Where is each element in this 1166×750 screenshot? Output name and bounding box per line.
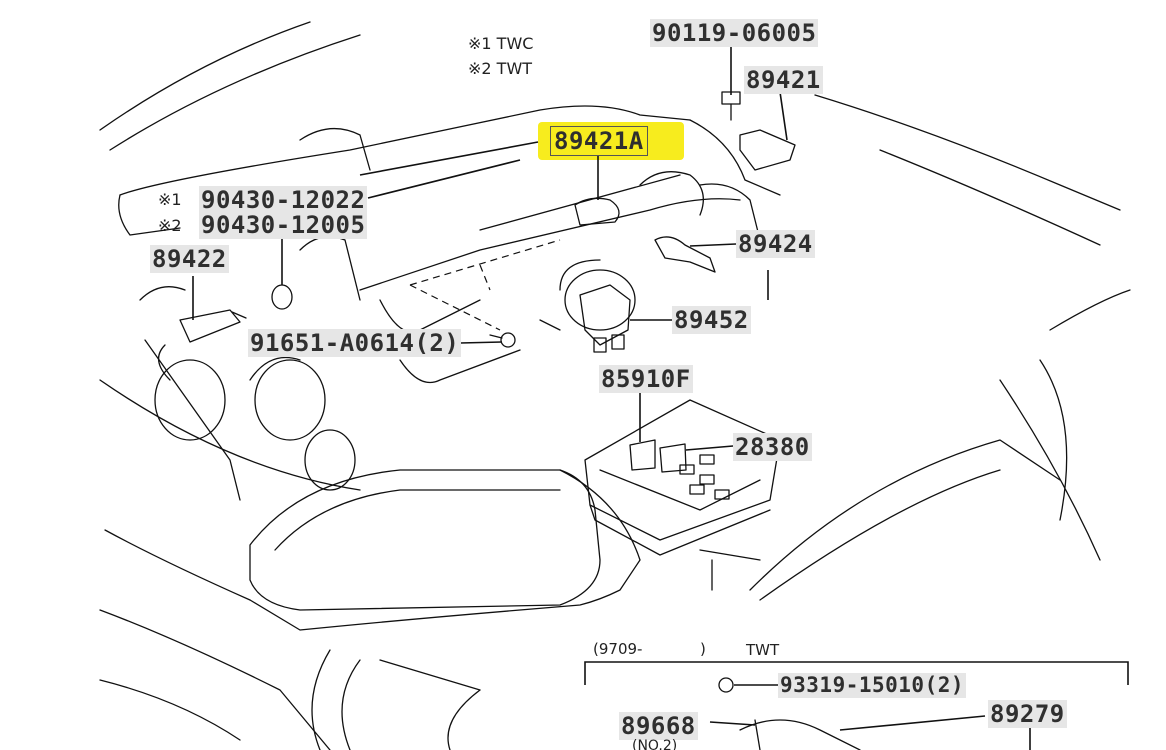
part-90430-12022[interactable]: 90430-12022 xyxy=(199,186,368,214)
part-89422[interactable]: 89422 xyxy=(150,245,229,273)
part-89668[interactable]: 89668 xyxy=(619,712,698,740)
part-93319-15010[interactable]: 93319-15010(2) xyxy=(778,673,967,698)
inset-date-open: (9709- xyxy=(593,640,643,658)
part-89421[interactable]: 89421 xyxy=(744,66,823,94)
part-89279[interactable]: 89279 xyxy=(988,700,1067,728)
legend-note-twt: ※2 TWT xyxy=(468,59,533,78)
inset-date-close: ) xyxy=(700,640,706,658)
part-91651-a0614[interactable]: 91651-A0614(2) xyxy=(248,329,462,357)
note-mark-2: ※2 xyxy=(158,216,182,235)
part-28380[interactable]: 28380 xyxy=(733,433,812,461)
note-mark-1: ※1 xyxy=(158,190,182,209)
inset-variant-twt: TWT xyxy=(746,641,780,659)
part-89668-sub: (NO.2) xyxy=(632,738,678,750)
part-89452[interactable]: 89452 xyxy=(672,306,751,334)
legend-note-twc: ※1 TWC xyxy=(468,34,534,53)
part-89421a-highlighted[interactable]: 89421A xyxy=(550,126,648,156)
part-85910f[interactable]: 85910F xyxy=(599,365,693,393)
part-90430-12005[interactable]: 90430-12005 xyxy=(199,211,368,239)
highlight-marker xyxy=(538,122,684,160)
part-89424[interactable]: 89424 xyxy=(736,230,815,258)
part-90119-06005[interactable]: 90119-06005 xyxy=(650,19,819,47)
